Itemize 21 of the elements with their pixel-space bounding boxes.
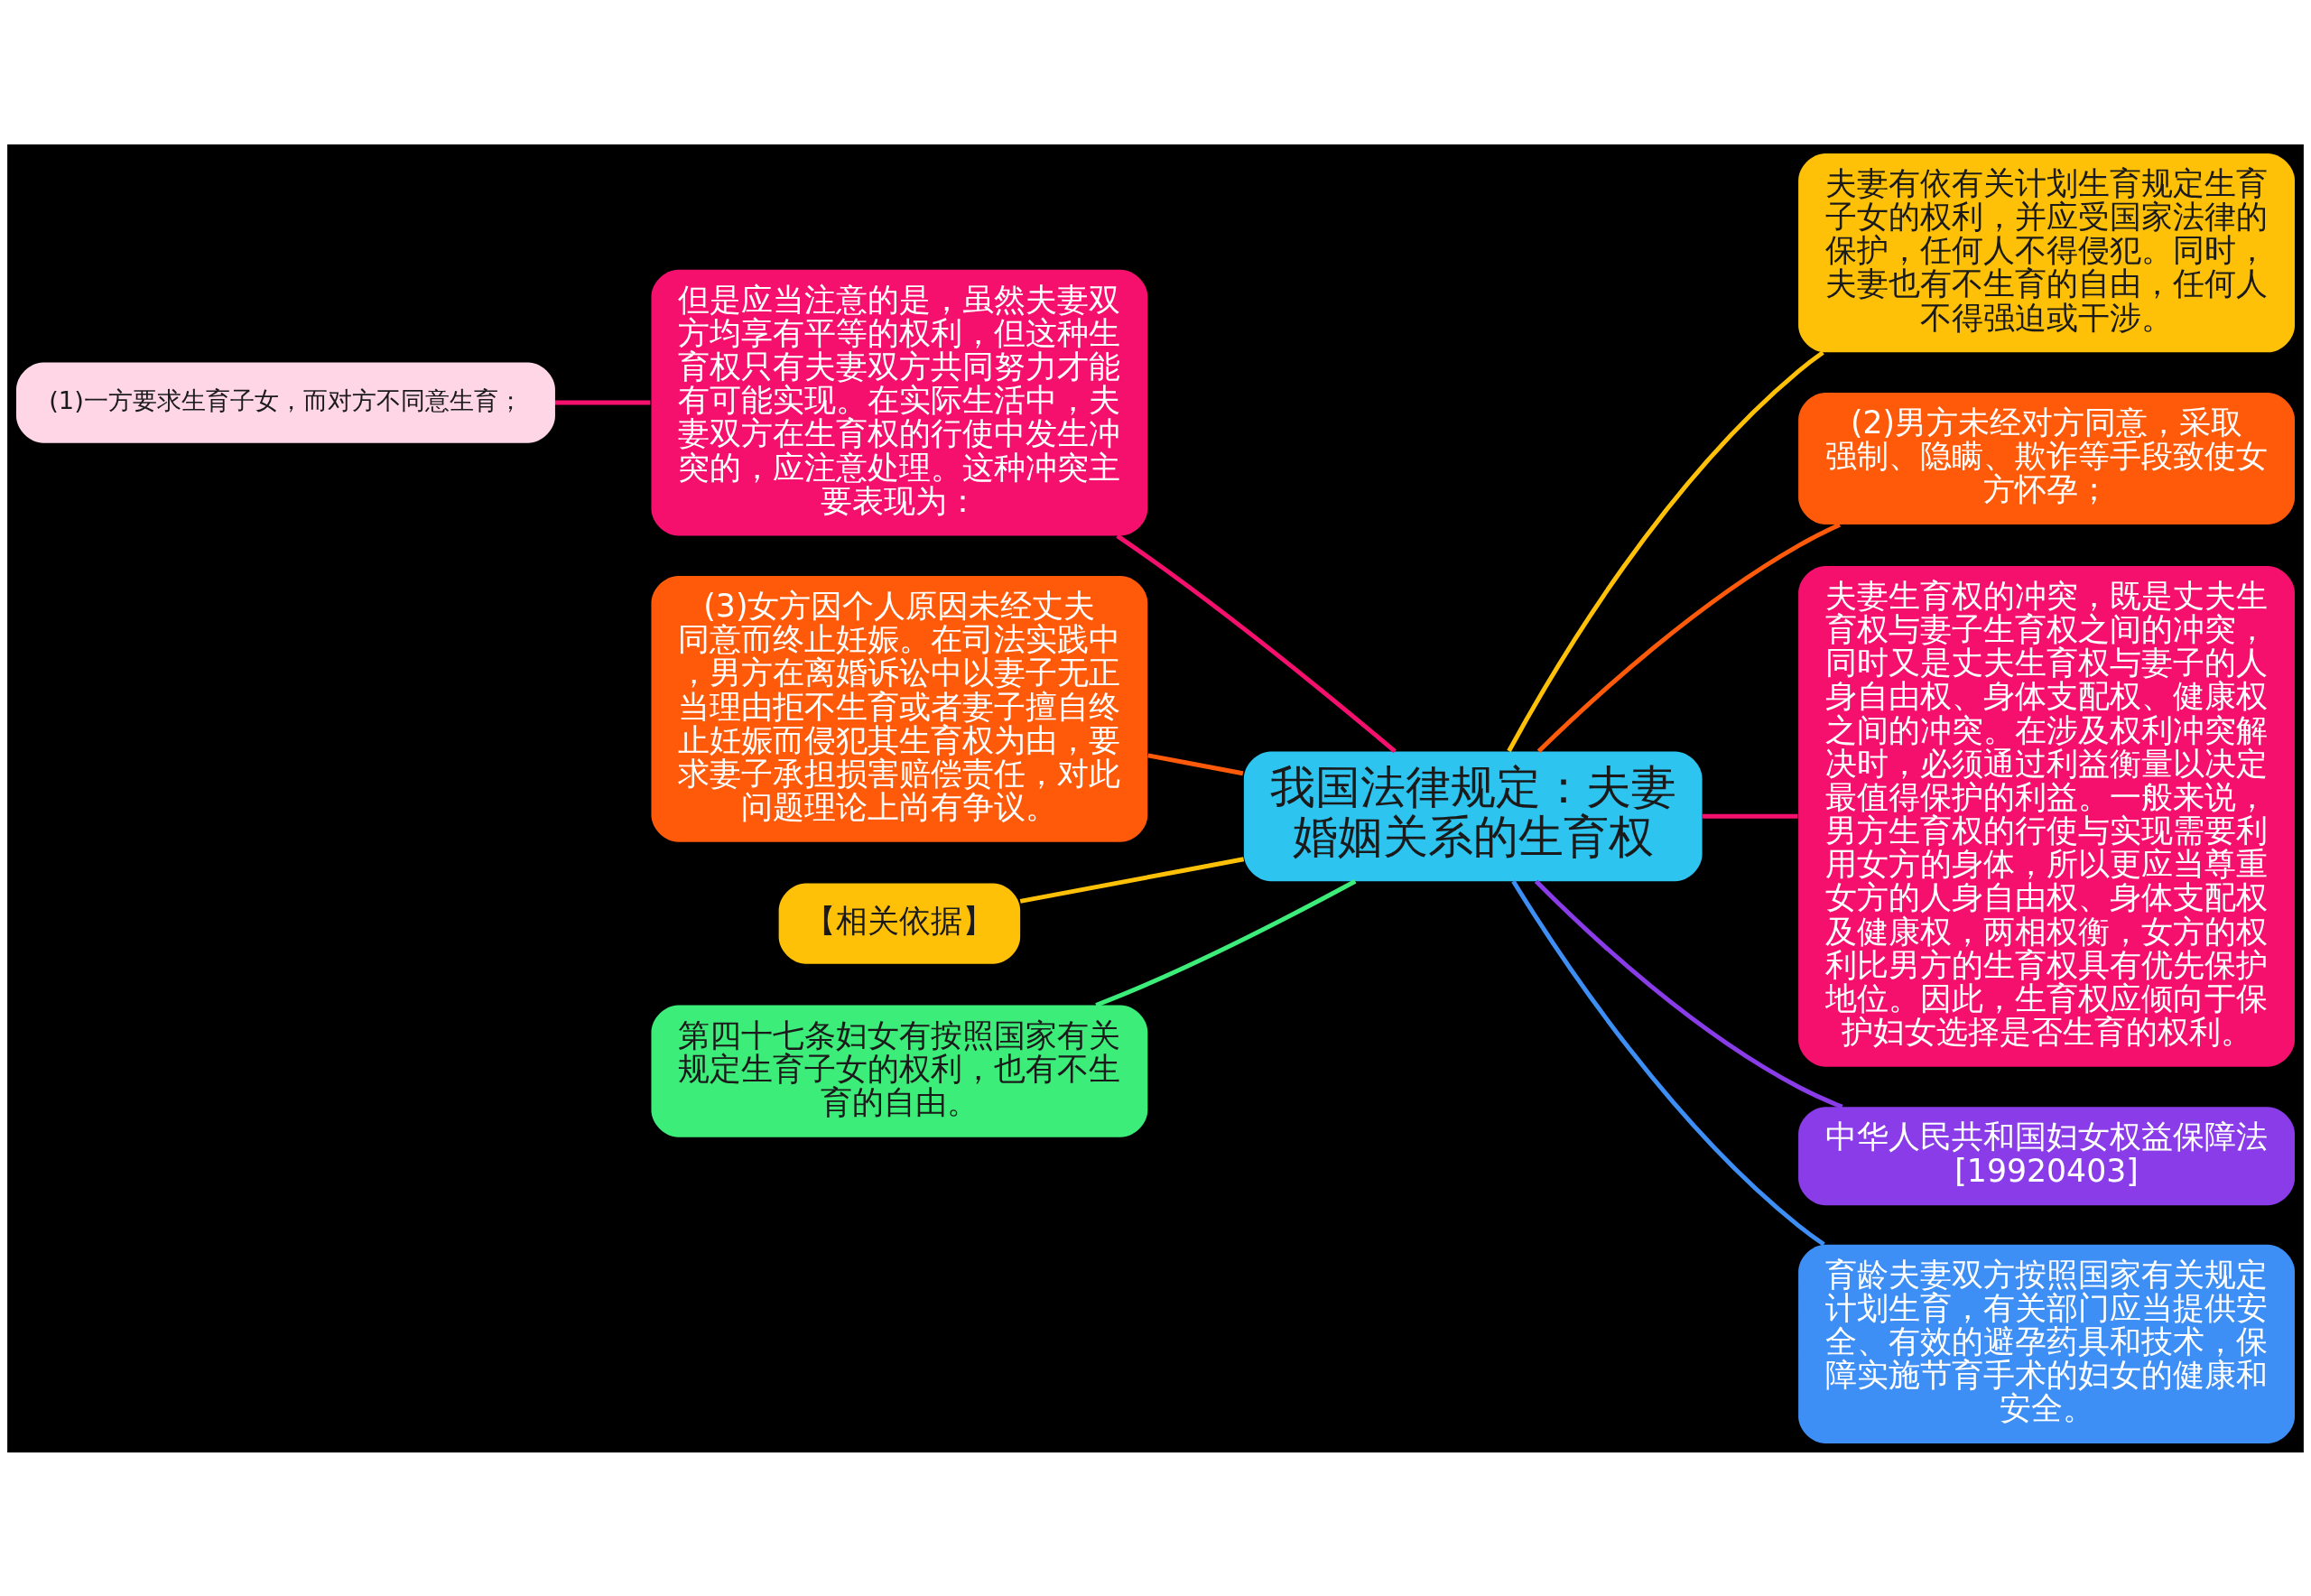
node-box: 但是应当注意的是，虽然夫妻双方均享有平等的权利，但这种生育权只有夫妻双方共同努力才能有可能实现。在实际生活中，夫妻双方在生育权的行使中发生冲突的，应注意处理。这种冲突主要表现为： [651,269,1148,535]
node-box: (1)一方要求生育子女，而对方不同意生育； [16,362,555,443]
connector [555,400,651,405]
connector [1534,878,1843,1109]
node-box: 我国法律规定：夫妻婚姻关系的生育权 [1243,751,1703,881]
connector [1116,534,1397,753]
node-box: (3)女方因个人原因未经丈夫同意而终止妊娠。在司法实践中，男方在离婚诉讼中以妻子无正当理由拒不生育或者妻子擅自终止妊娠而侵犯其生育权为由，要求妻子承担损害赔偿责任，对此问题理论上尚有争议。 [651,575,1148,842]
connector [1095,878,1357,1007]
connector [1507,350,1824,752]
node-box: 育龄夫妻双方按照国家有关规定计划生育，有关部门应当提供安全、有效的避孕药具和技术，保障实施节育手术的妇女的健康和安全。 [1798,1244,2295,1443]
node-box: 夫妻生育权的冲突，既是丈夫生育权与妻子生育权之间的冲突，同时又是丈夫生育权与妻子的人身自由权、身体支配权、健康权之间的冲突。在涉及权利冲突解决时，必须通过利益衡量以决定最值得保护的利益。一般来说，男方生育权的行使与实现需要利用女方的身体，所以更应当尊重女方的人身自由权、身体支配权及健康权，两相权衡，女方的权利比男方的生育权具有优先保护地位。因此，生育权应倾向于保护妇女选择是否生育的权利。 [1798,565,2295,1067]
node-box: (2)男方未经对方同意，采取强制、隐瞒、欺诈等手段致使女方怀孕； [1798,392,2295,524]
connector [1536,522,1842,753]
connector [1019,856,1245,904]
connector [1511,879,1825,1246]
node-box: 中华人民共和国妇女权益保障法[19920403] [1798,1106,2295,1205]
connector [1703,813,1798,819]
node-box: 【相关依据】 [778,883,1021,964]
node-box: 第四十七条妇女有按照国家有关规定生育子女的权利，也有不生育的自由。 [651,1005,1148,1137]
connector [1147,752,1244,775]
node-box: 夫妻有依有关计划生育规定生育子女的权利，并应受国家法律的保护，任何人不得侵犯。同时，夫妻也有不生育的自由，任何人不得强迫或干涉。 [1798,153,2295,352]
